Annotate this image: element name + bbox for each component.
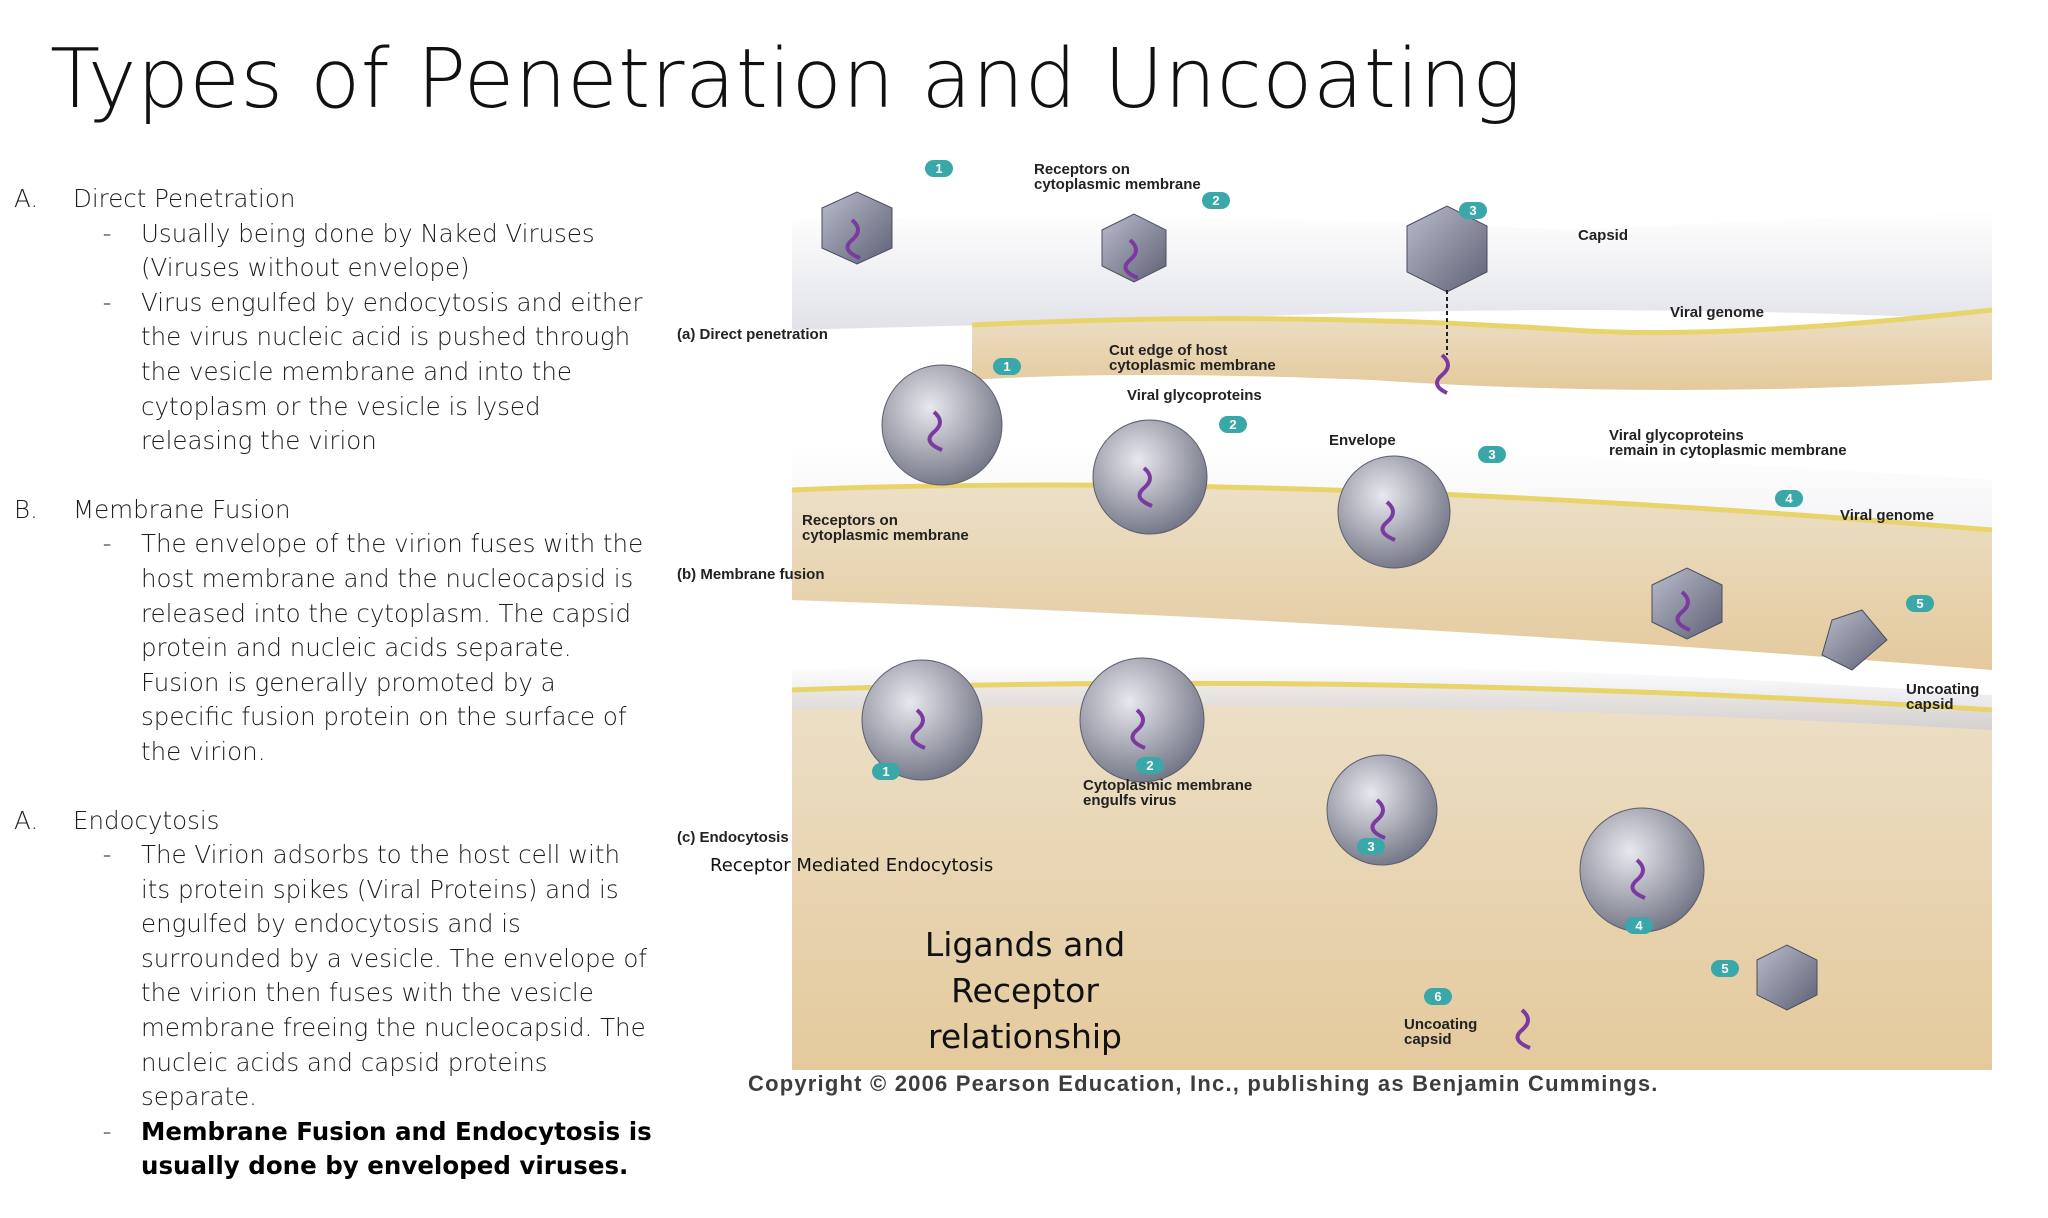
section-letter: B. xyxy=(14,494,38,524)
step-badge: 2 xyxy=(1136,757,1164,774)
bullet-dash: - xyxy=(102,1116,112,1146)
caption-line: Ligands and xyxy=(924,925,1126,964)
panel-c-endocytosis xyxy=(791,657,1993,1070)
penetration-diagram: 1 2 3 1 2 3 4 5 1 2 3 4 5 6 (a) Direct p… xyxy=(672,150,2018,1110)
bullet-item: - Usually being done by Naked Viruses (V… xyxy=(14,217,654,286)
section-membrane-fusion: B. Membrane Fusion - The envelope of the… xyxy=(14,493,654,770)
bullet-dash: - xyxy=(102,218,112,248)
bullet-dash: - xyxy=(102,287,112,317)
slide-title: Types of Penetration and Uncoating xyxy=(50,32,1522,127)
bullet-item: - The envelope of the virion fuses with … xyxy=(14,527,654,769)
step-badge: 1 xyxy=(872,763,900,780)
caption-receptor-endocytosis: Receptor Mediated Endocytosis xyxy=(710,855,994,876)
panel-a-direct-penetration xyxy=(792,191,1993,395)
bullet-dash: - xyxy=(102,529,112,559)
panel-label-c: (c) Endocytosis xyxy=(677,829,789,846)
label-capsid: Capsid xyxy=(1578,227,1629,244)
bullet-text: The envelope of the virion fuses with th… xyxy=(141,529,644,766)
label-viral-genome-a: Viral genome xyxy=(1670,304,1764,321)
step-badge: 5 xyxy=(1906,595,1934,612)
bullet-text: The Virion adsorbs to the host cell with… xyxy=(141,840,647,1112)
label-viral-glycoproteins: Viral glycoproteins xyxy=(1127,387,1262,404)
bullet-item: - The Virion adsorbs to the host cell wi… xyxy=(14,838,654,1115)
step-badge: 1 xyxy=(925,160,953,177)
bullet-item: - Virus engulfed by endocytosis and eith… xyxy=(14,286,654,459)
bullet-text-bold: Membrane Fusion and Endocytosis is usual… xyxy=(141,1116,652,1181)
step-badge: 3 xyxy=(1357,838,1385,855)
bullet-text: Usually being done by Naked Viruses (Vir… xyxy=(141,218,595,283)
bullet-dash: - xyxy=(102,840,112,870)
caption-ligands-receptor: Ligands and Receptor relationship xyxy=(905,922,1145,1060)
section-endocytosis: A. Endocytosis - The Virion adsorbs to t… xyxy=(14,804,654,1185)
section-letter: A. xyxy=(14,805,39,835)
panel-b-membrane-fusion xyxy=(791,364,1993,671)
panel-label-b: (b) Membrane fusion xyxy=(677,566,825,583)
diagram-illustration xyxy=(791,191,1993,1070)
bullet-text: Virus engulfed by endocytosis and either… xyxy=(141,287,643,456)
label-viral-genome-b: Viral genome xyxy=(1840,507,1934,524)
section-heading: Endocytosis xyxy=(73,805,220,835)
step-badge: 1 xyxy=(993,358,1021,375)
caption-line: relationship xyxy=(928,1017,1122,1056)
step-badge: 2 xyxy=(1219,416,1247,433)
step-badge: 4 xyxy=(1625,917,1653,934)
step-badge: 3 xyxy=(1459,202,1487,219)
section-heading: Direct Penetration xyxy=(73,184,296,213)
bullet-item: - Membrane Fusion and Endocytosis is usu… xyxy=(14,1115,654,1184)
outline-text: A. Direct Penetration - Usually being do… xyxy=(14,182,654,1218)
step-badge: 6 xyxy=(1424,988,1452,1005)
section-heading: Membrane Fusion xyxy=(73,494,291,524)
step-badge: 3 xyxy=(1478,446,1506,463)
panel-label-a: (a) Direct penetration xyxy=(677,326,828,343)
section-direct-penetration: A. Direct Penetration - Usually being do… xyxy=(14,182,654,459)
step-badge: 2 xyxy=(1202,192,1230,209)
label-envelope: Envelope xyxy=(1329,432,1396,449)
caption-line: Receptor xyxy=(951,971,1099,1010)
copyright-notice: Copyright © 2006 Pearson Education, Inc.… xyxy=(748,1071,1659,1096)
step-badge: 4 xyxy=(1775,490,1803,507)
step-badge: 5 xyxy=(1711,960,1739,977)
section-letter: A. xyxy=(14,184,39,213)
